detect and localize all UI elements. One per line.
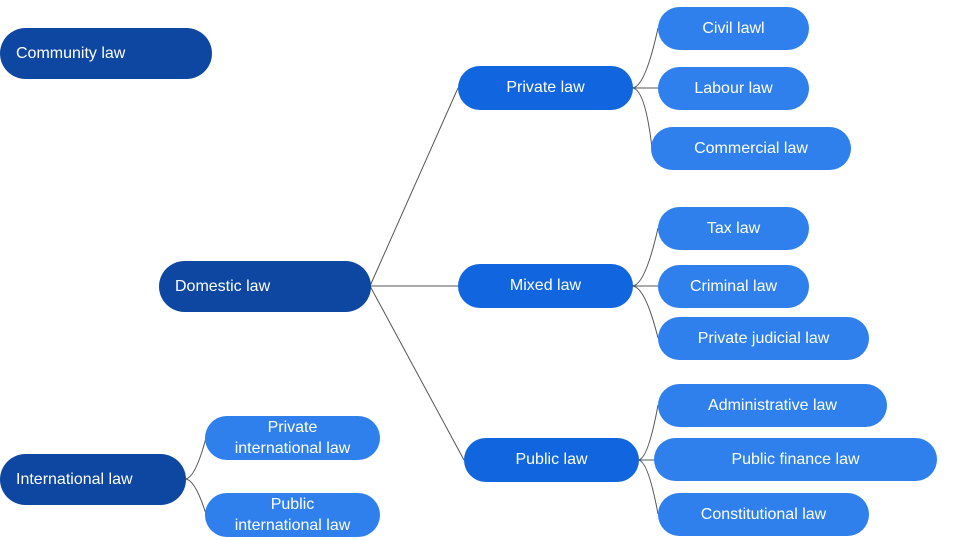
private-judicial-law-node[interactable]: Private judicial law [658,317,869,360]
tax-law-label: Tax law [706,219,761,237]
tax-law-node[interactable]: Tax law [658,207,809,250]
administrative-law-label: Administrative law [708,396,837,414]
connector-private-commercial [631,87,653,149]
community-law-label: Community law [16,44,126,62]
community-law-node[interactable]: Community law [0,28,212,79]
connector-domestic-private [369,87,459,287]
criminal-law-node[interactable]: Criminal law [658,265,809,308]
labour-law-node[interactable]: Labour law [658,67,809,110]
domestic-law-label: Domestic law [175,277,271,295]
connector-domestic-public [369,285,465,461]
civil-law-label: Civil lawl [702,19,765,37]
public-law-node[interactable]: Public law [464,438,639,482]
public-finance-law-node[interactable]: Public finance law [654,438,937,481]
connector-public-admin [637,404,659,461]
private-law-node[interactable]: Private law [458,66,633,110]
domestic-law-node[interactable]: Domestic law [159,261,371,312]
administrative-law-node[interactable]: Administrative law [658,384,887,427]
commercial-law-node[interactable]: Commercial law [651,127,851,170]
international-law-node[interactable]: International law [0,454,186,505]
connector-private-civil [631,27,659,89]
criminal-law-label: Criminal law [689,277,778,295]
private-international-law-label: Private international law [234,419,351,457]
constitutional-law-node[interactable]: Constitutional law [658,493,869,536]
public-law-label: Public law [515,451,588,468]
private-law-label: Private law [506,79,585,96]
connector-intl-private [184,437,207,480]
public-international-law-label: Public international law [234,496,351,534]
commercial-law-label: Commercial law [694,139,808,157]
connector-intl-public [184,478,207,515]
connector-mixed-tax [631,227,659,287]
labour-law-label: Labour law [694,79,773,97]
constitutional-law-label: Constitutional law [700,505,827,523]
connector-public-constitutional [637,459,659,515]
public-international-law-node[interactable]: Public international law [205,493,380,537]
public-finance-law-label: Public finance law [731,450,860,468]
connector-mixed-judicial [631,285,659,339]
private-international-law-node[interactable]: Private international law [205,416,380,460]
international-law-label: International law [16,470,133,488]
mixed-law-node[interactable]: Mixed law [458,264,633,308]
mixed-law-label: Mixed law [509,277,582,294]
private-judicial-law-label: Private judicial law [697,329,830,347]
civil-law-node[interactable]: Civil lawl [658,7,809,50]
